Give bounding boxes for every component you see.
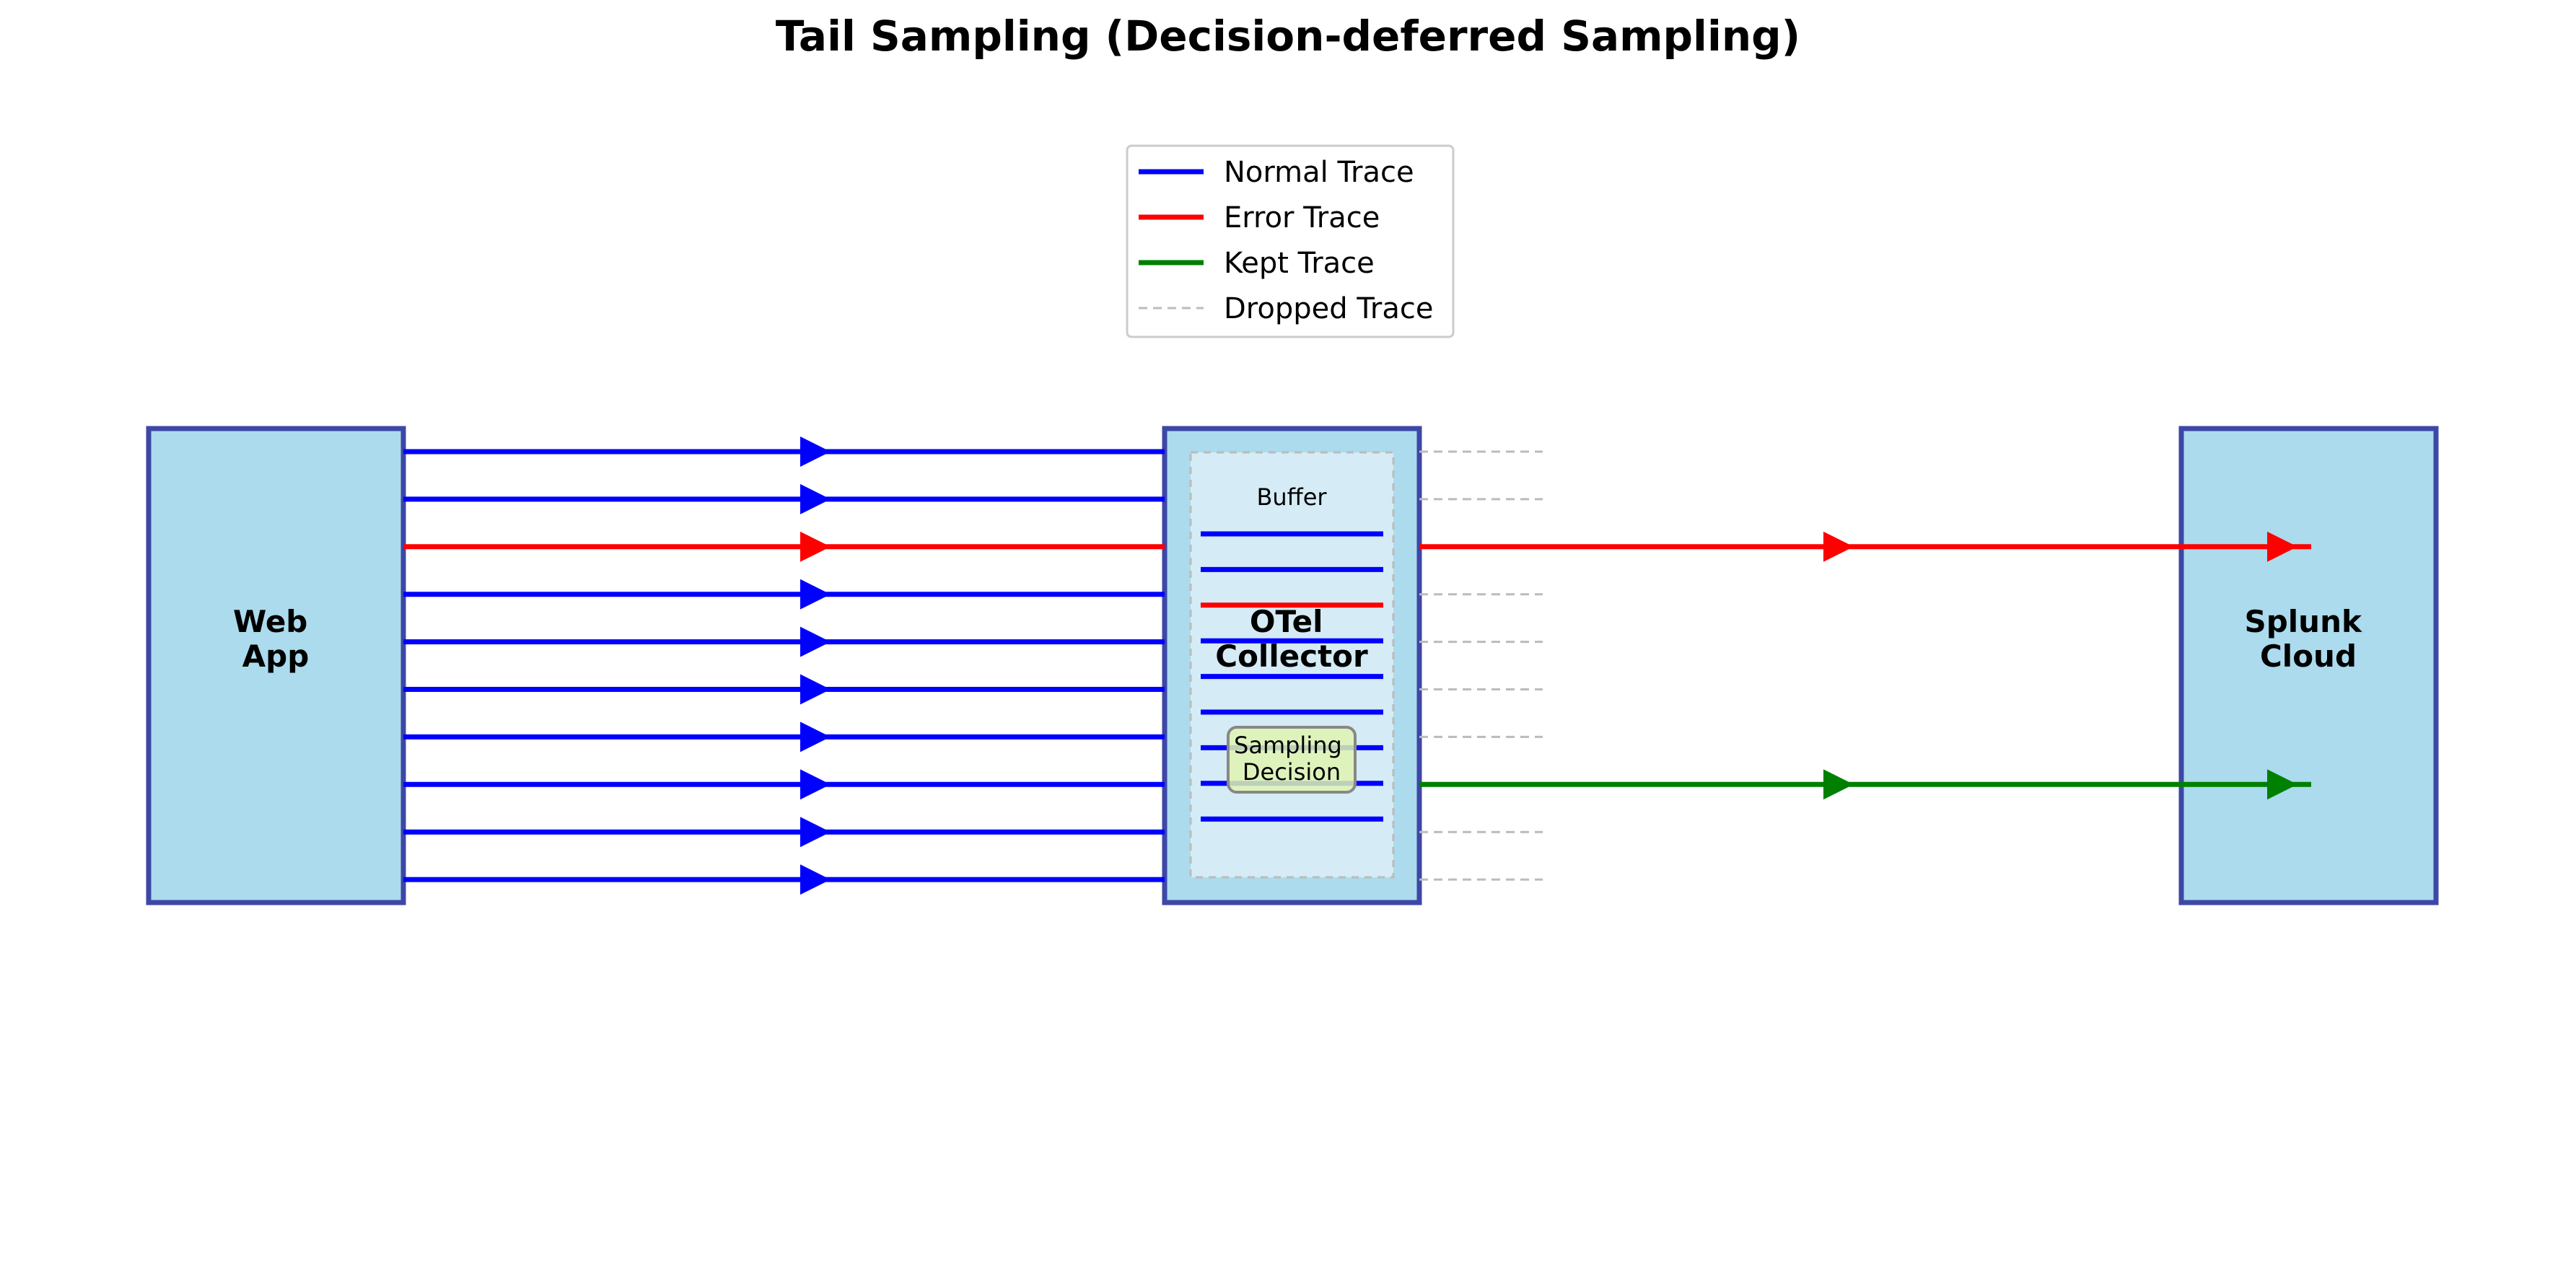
legend-frame xyxy=(1126,144,1455,338)
diagram-title: Tail Sampling (Decision-deferred Samplin… xyxy=(776,12,1800,61)
web-app-box xyxy=(146,426,406,905)
splunk-cloud-node: Splunk Cloud xyxy=(2178,426,2439,905)
web-app-node: Web App xyxy=(146,426,406,905)
outgoing-trace-lines xyxy=(1419,450,2311,881)
sampling-decision-label: Sampling Decision xyxy=(1234,732,1349,786)
collector-label-line-1: OTel xyxy=(1250,604,1323,639)
legend-label-normal: Normal Trace xyxy=(1224,156,1414,189)
legend-label-kept: Kept Trace xyxy=(1224,247,1375,280)
otel-collector-node: Buffer OTel Collector Sampling Decision xyxy=(1162,426,1422,905)
collector-label-line-2: Collector xyxy=(1215,638,1368,674)
buffer-box xyxy=(1189,451,1395,879)
web-app-label: Web App xyxy=(233,604,318,674)
legend: Normal Trace Error Trace Kept Trace Drop… xyxy=(1126,144,1455,338)
sampling-decision-line-1: Sampling xyxy=(1234,732,1342,759)
web-app-label-line-2: App xyxy=(242,638,310,674)
sampling-decision-box xyxy=(1227,726,1357,794)
legend-label-dropped: Dropped Trace xyxy=(1224,292,1433,325)
web-app-label-line-1: Web xyxy=(233,604,307,639)
splunk-label: Splunk Cloud xyxy=(2244,604,2372,674)
incoming-trace-lines xyxy=(403,436,1165,895)
sampling-decision-line-2: Decision xyxy=(1243,758,1341,786)
splunk-box xyxy=(2178,426,2439,905)
collector-label: OTel Collector xyxy=(1215,604,1368,674)
legend-label-error: Error Trace xyxy=(1224,201,1380,234)
buffer-label: Buffer xyxy=(1256,483,1327,511)
splunk-label-line-1: Splunk xyxy=(2244,604,2362,639)
splunk-label-line-2: Cloud xyxy=(2260,638,2357,674)
